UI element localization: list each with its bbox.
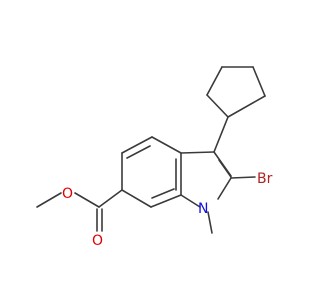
bond — [217, 177, 232, 200]
bond-double-inner — [151, 188, 175, 199]
bond — [180, 194, 201, 208]
bond — [121, 136, 153, 154]
atom-label-carbonyl-oxygen: O — [92, 233, 103, 249]
bond-double-inner — [218, 159, 232, 178]
atom-label-ether-oxygen: O — [62, 186, 73, 202]
bond — [151, 136, 182, 154]
bond-c2-br — [230, 176, 256, 179]
bond-c3-cyclopentyl — [213, 116, 229, 153]
bond — [206, 94, 229, 118]
bond — [206, 66, 223, 96]
cyclopentyl-ring — [206, 66, 266, 118]
atom-label-bromine: Br — [257, 171, 273, 187]
bond — [121, 189, 152, 208]
bond-n-methyl — [207, 211, 213, 234]
bond-double-inner — [126, 145, 151, 159]
structure-canvas: O O N Br — [36, 66, 273, 249]
bond — [180, 151, 215, 154]
molecule-structure: O O N Br — [36, 66, 273, 249]
bond — [74, 192, 100, 208]
bond — [150, 194, 182, 208]
atom-label-nitrogen: N — [198, 201, 208, 217]
benzene-ring — [121, 136, 182, 208]
bond — [98, 189, 123, 208]
bond-o-methyl — [36, 192, 62, 208]
pyrrole-ring — [180, 151, 232, 208]
methyl-ester — [36, 189, 123, 232]
bond — [227, 95, 266, 118]
bond — [252, 66, 266, 97]
